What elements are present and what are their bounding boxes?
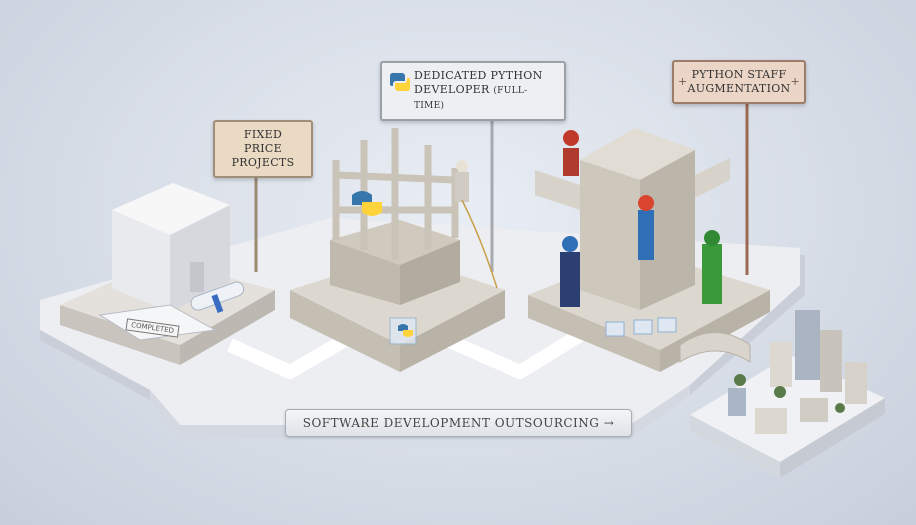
worker-navy [560, 236, 580, 307]
staff-label: PYTHON STAFF AUGMENTATION [687, 68, 791, 95]
worker-green [702, 230, 722, 304]
bridge [679, 332, 751, 363]
dedicated-line2-main: DEVELOPER [414, 83, 490, 96]
worker-red [563, 130, 579, 176]
dedicated-line1: DEDICATED PYTHON [414, 69, 543, 82]
plus-right-icon: + [790, 75, 800, 88]
python-logo-icon [390, 72, 410, 92]
sign-fixed-price-projects: FIXED PRICE PROJECTS [213, 120, 313, 178]
worker-blue-top [638, 195, 654, 260]
dedicated-line2: DEVELOPER (FULL-TIME) [414, 83, 554, 113]
sign-python-staff-augmentation: + PYTHON STAFF AUGMENTATION + [672, 60, 806, 104]
city-block [690, 310, 885, 478]
dedicated-note: (FULL-TIME) [414, 86, 528, 111]
outsourcing-banner: SOFTWARE DEVELOPMENT OUTSOURCING → [285, 409, 632, 437]
completed-building [60, 183, 275, 365]
sign-dedicated-python-developer: DEDICATED PYTHON DEVELOPER (FULL-TIME) [380, 61, 566, 121]
plus-left-icon: + [678, 75, 688, 88]
team-building [528, 128, 770, 372]
construction-building [290, 128, 505, 372]
